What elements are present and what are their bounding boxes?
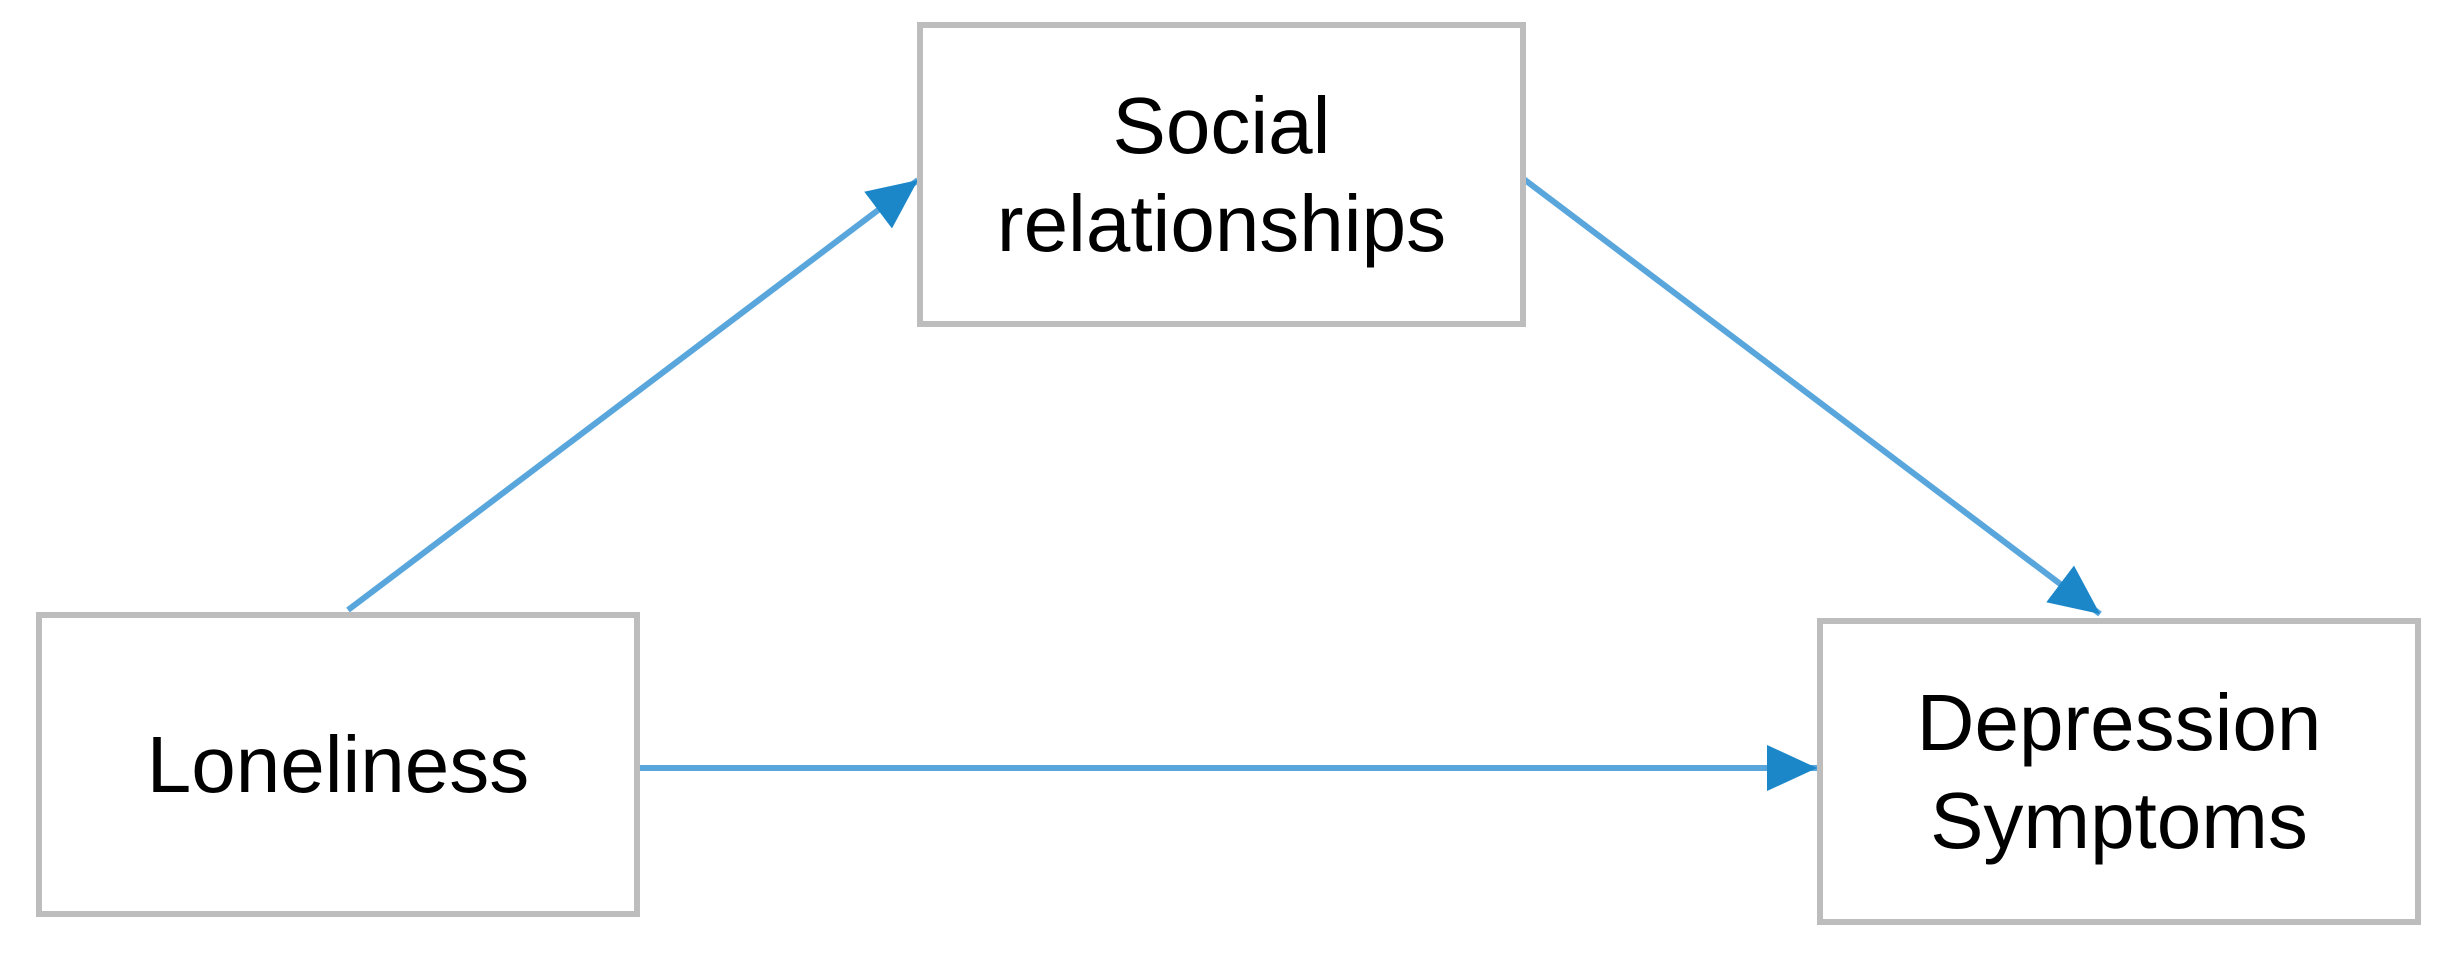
arrow-social-relationships-to-depression-symptoms	[1519, 174, 2102, 617]
node-depression-symptoms-label: Depression Symptoms	[1916, 677, 2322, 865]
arrow-loneliness-to-social-relationships	[346, 177, 920, 613]
node-social-relationships-label: Social relationships	[996, 80, 1447, 268]
node-loneliness-label: Loneliness	[146, 719, 530, 809]
node-loneliness: Loneliness	[36, 612, 640, 917]
node-depression-symptoms: Depression Symptoms	[1817, 618, 2421, 925]
node-social-relationships: Social relationships	[917, 22, 1526, 327]
